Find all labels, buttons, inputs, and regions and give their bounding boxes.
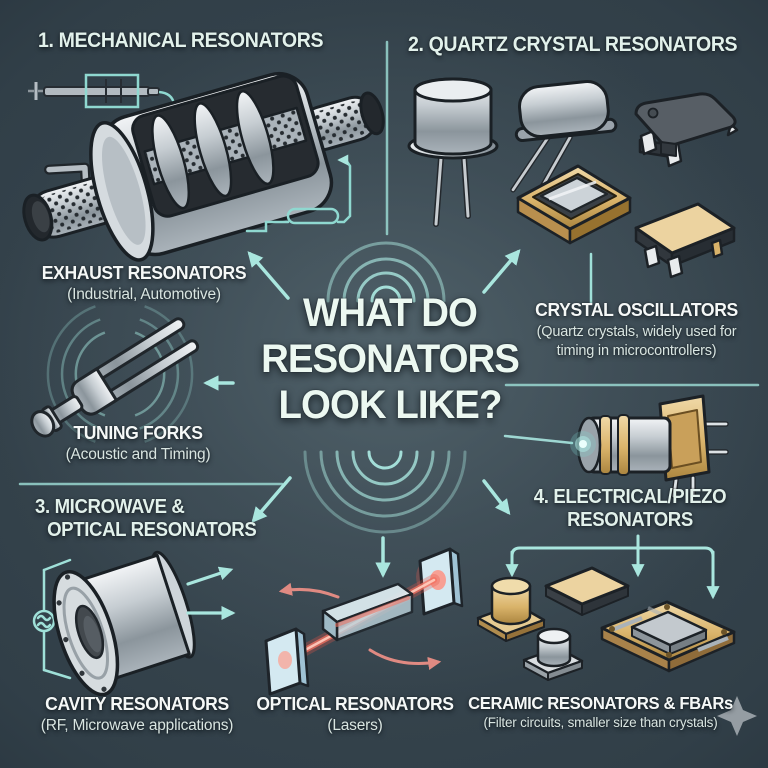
section-title-microwave-line2: OPTICAL RESONATORS — [47, 519, 257, 541]
optical-resonators-label: OPTICAL RESONATORS — [256, 693, 454, 714]
section-title-electrical-piezo: 4. ELECTRICAL/PIEZO RESONATORS — [523, 486, 737, 532]
center-title-line1: WHAT DO — [303, 291, 478, 335]
to-can-crystal-illustration — [407, 77, 499, 227]
crystal-oscillators-sublabel: (Quartz crystals, widely used for timing… — [536, 324, 737, 359]
cavity-resonators-label: CAVITY RESONATORS — [45, 693, 229, 714]
open-smd-crystal-illustration — [516, 164, 632, 245]
tuning-forks-caption: TUNING FORKS (Acoustic and Timing) — [27, 422, 249, 464]
exhaust-muffler-cutaway-illustration — [22, 71, 385, 262]
gold-smd-crystal-illustration — [634, 202, 736, 279]
exhaust-resonators-sublabel: (Industrial, Automotive) — [67, 286, 221, 303]
section-title-mechanical: 1. MECHANICAL RESONATORS — [38, 29, 324, 52]
center-title-line2: RESONATORS — [261, 337, 520, 381]
section-title-microwave-line1: 3. MICROWAVE & — [35, 496, 185, 518]
cavity-drive-symbol — [32, 558, 72, 680]
tuning-forks-sublabel: (Acoustic and Timing) — [65, 446, 211, 463]
section-title-piezo-line2: RESONATORS — [567, 509, 693, 531]
ceramic-resonators-fbar-illustration — [476, 566, 736, 681]
radiating-arrows — [203, 249, 521, 578]
tuning-fork-illustration — [30, 317, 200, 438]
ceramic-resonators-sublabel: (Filter circuits, smaller size than crys… — [483, 715, 718, 730]
optical-resonators-caption: OPTICAL RESONATORS (Lasers) — [245, 693, 465, 735]
cavity-resonators-caption: CAVITY RESONATORS (RF, Microwave applica… — [17, 693, 257, 735]
section-title-microwave-optical: 3. MICROWAVE & OPTICAL RESONATORS — [35, 496, 257, 542]
muffler-connector-lines — [245, 154, 352, 233]
crystal-oscillators-caption: CRYSTAL OSCILLATORS (Quartz crystals, wi… — [524, 299, 749, 361]
poster-center-title: WHAT DO RESONATORS LOOK LIKE? — [244, 290, 536, 428]
exhaust-resonators-caption: EXHAUST RESONATORS (Industrial, Automoti… — [24, 262, 264, 304]
piezo-section-bracket-arrows — [505, 534, 720, 600]
crystal-oscillators-label: CRYSTAL OSCILLATORS — [535, 299, 738, 320]
exhaust-pipe-schematic-icon — [28, 73, 178, 117]
cavity-output-arrows — [186, 566, 236, 621]
smd-oscillator-illustration — [634, 92, 739, 168]
optical-resonators-sublabel: (Lasers) — [327, 717, 383, 734]
exhaust-resonators-label: EXHAUST RESONATORS — [41, 262, 247, 283]
section-title-quartz: 2. QUARTZ CRYSTAL RESONATORS — [408, 33, 738, 56]
section-divider-lines — [18, 40, 760, 486]
cavity-resonator-illustration — [52, 550, 196, 697]
center-title-line3: LOOK LIKE? — [278, 383, 503, 427]
cavity-resonators-sublabel: (RF, Microwave applications) — [40, 717, 234, 734]
resonance-wave-ripples — [303, 241, 467, 534]
ceramic-resonators-caption: CERAMIC RESONATORS & FBARs (Filter circu… — [448, 693, 753, 730]
laser-optical-cavity-illustration — [264, 547, 464, 696]
sparkle-glyph — [717, 696, 757, 736]
tuning-forks-label: TUNING FORKS — [73, 422, 203, 443]
section-title-piezo-line1: 4. ELECTRICAL/PIEZO — [533, 486, 727, 508]
ceramic-resonators-label: CERAMIC RESONATORS & FBARs — [468, 693, 733, 713]
piezo-transducer-illustration — [503, 394, 729, 499]
